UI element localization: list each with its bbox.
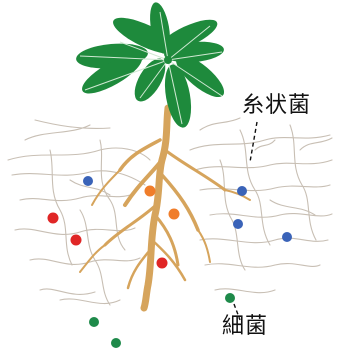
fungal-hyphae [7,117,333,306]
root-system [79,104,251,312]
green-dot [89,317,99,327]
plant-leaves [76,2,225,128]
blue-dot [233,219,243,229]
green-dot [225,293,235,303]
red-dot [70,234,82,246]
leader-lines [233,121,258,321]
microbe-dots [47,176,292,348]
bacteria-leader [233,303,241,321]
hyphae-label: 糸状菌 [242,93,312,118]
main-root [140,104,172,312]
red-dot [47,212,59,224]
orange-dot [168,208,180,220]
red-dot [156,257,168,269]
green-dot [111,338,121,348]
blue-dot [83,176,93,186]
blue-dot [282,232,292,242]
orange-dot [144,185,156,197]
blue-dot [237,186,247,196]
bacteria-label: 細菌 [222,314,269,339]
